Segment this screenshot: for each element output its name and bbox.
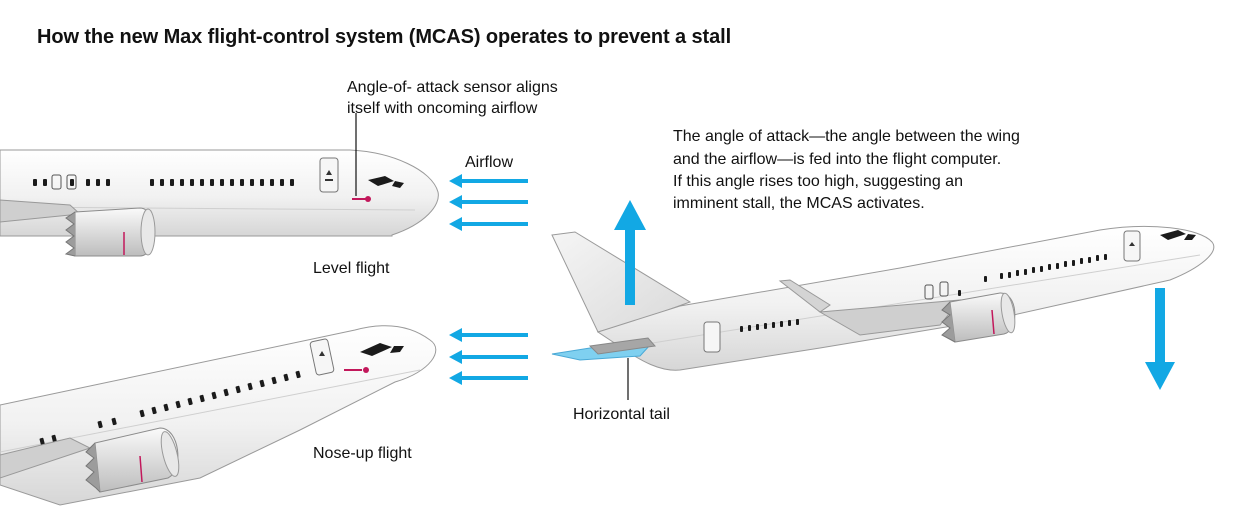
sensor-pointer-icon — [352, 113, 371, 202]
airplane-stall-icon — [551, 225, 1215, 400]
force-arrow-down-icon — [1145, 288, 1175, 390]
force-arrow-up-icon — [614, 200, 646, 305]
airplane-nose-up-icon — [0, 325, 437, 506]
airplane-level-icon — [0, 149, 439, 257]
description-line1: The angle of attack—the angle between th… — [673, 128, 1020, 145]
description-line2: and the airflow—is fed into the flight c… — [673, 151, 1002, 168]
airflow-arrows-level — [449, 174, 528, 231]
description-line4: imminent stall, the MCAS activates. — [673, 195, 925, 212]
sensor-label-line1: Angle-of- attack sensor aligns — [347, 79, 558, 96]
diagram-title: How the new Max flight-control system (M… — [37, 26, 732, 48]
description-line3: If this angle rises too high, suggesting… — [673, 173, 963, 190]
noseup-flight-label: Nose-up flight — [313, 445, 412, 462]
airflow-label: Airflow — [465, 154, 514, 171]
level-flight-label: Level flight — [313, 260, 390, 277]
sensor-label-line2: itself with oncoming airflow — [347, 100, 538, 117]
airflow-arrows-noseup — [449, 328, 528, 385]
horizontal-tail-label: Horizontal tail — [573, 406, 670, 423]
